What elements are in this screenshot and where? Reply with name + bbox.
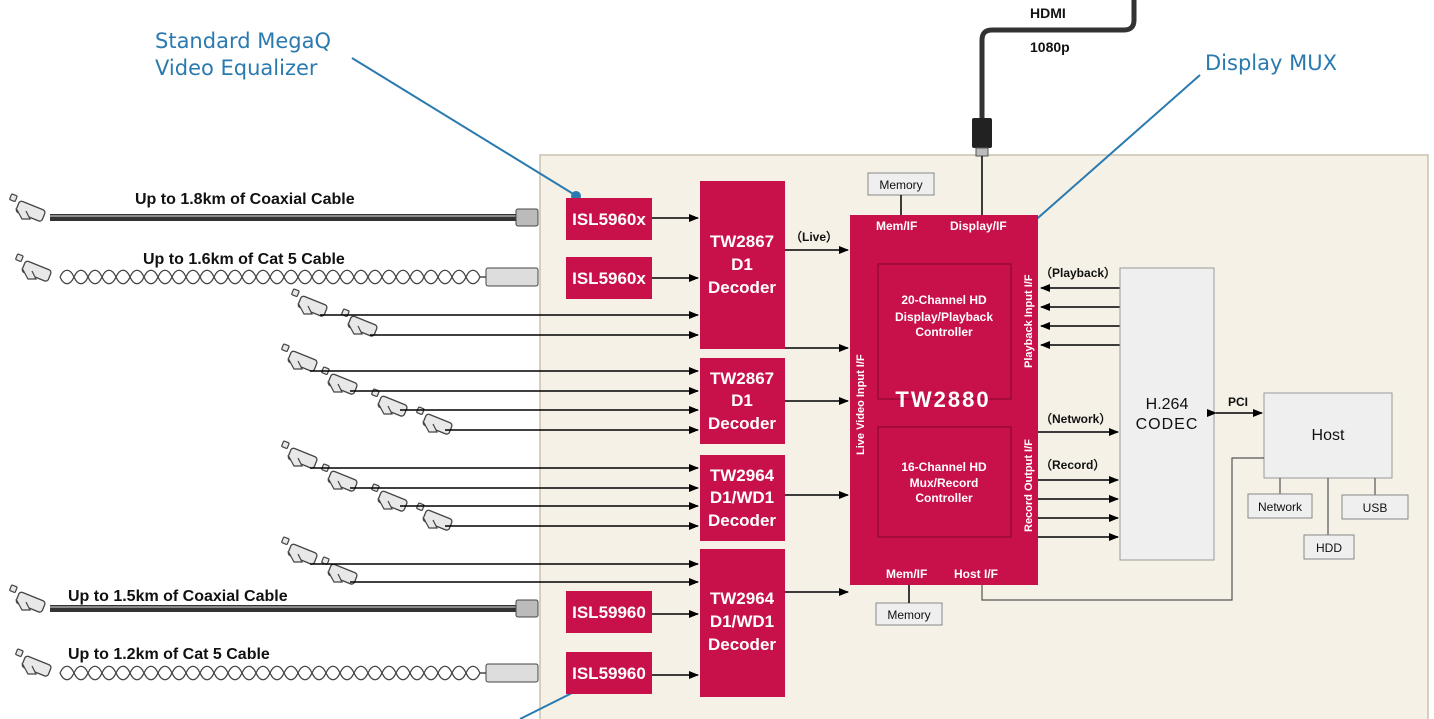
codec-line2: CODEC <box>1136 416 1199 433</box>
rj45-connector-bottom <box>485 663 539 683</box>
equalizer-callout-line2: Video Equalizer <box>155 56 318 80</box>
equalizer-3-label: ISL59960 <box>572 603 646 622</box>
host-if-line <box>981 457 1264 601</box>
hdmi-resolution: 1080p <box>1030 39 1070 55</box>
camera-input-lines <box>310 214 699 679</box>
cat5-cable-bottom-b <box>59 665 490 681</box>
decoder-1-line1: TW2867 <box>710 232 774 251</box>
memory-bottom <box>875 585 943 626</box>
equalizer-4: ISL59960 <box>566 652 652 694</box>
hdmi-plug <box>975 147 989 157</box>
tw2880-playback-input-if: Playback Input I/F <box>1023 274 1035 368</box>
cat5-bottom-label: Up to 1.2km of Cat 5 Cable <box>68 646 270 663</box>
decoder-2-line2: D1 <box>731 391 753 410</box>
cat5-top-label: Up to 1.6km of Cat 5 Cable <box>143 251 345 268</box>
coax-bottom-label: Up to 1.5km of Coaxial Cable <box>68 588 288 605</box>
host-network-label: Network <box>1258 500 1303 514</box>
record-lines <box>1038 428 1119 541</box>
tw2880-record-output-if: Record Output I/F <box>1023 439 1035 532</box>
decoder-3-line2: D1/WD1 <box>710 488 774 507</box>
equalizer-4-label: ISL59960 <box>572 664 646 683</box>
display-controller-line1: 20-Channel HD <box>901 293 987 307</box>
cat5-cable-top-b <box>59 269 490 285</box>
equalizer-callout-leader-bottom <box>519 689 579 719</box>
host-hdd-label: HDD <box>1316 541 1342 555</box>
playback-signal-label: （Playback） <box>1040 265 1116 280</box>
host-network-box <box>1247 493 1313 519</box>
hdmi-connector <box>972 118 992 148</box>
hdmi-label: HDMI <box>1030 5 1066 21</box>
decoder-4: TW2964 D1/WD1 Decoder <box>700 549 785 697</box>
record-signal-label: （Record） <box>1040 457 1105 472</box>
decoder-4-line1: TW2964 <box>710 589 775 608</box>
decoder-2-line3: Decoder <box>708 414 776 433</box>
decoder-3: TW2964 D1/WD1 Decoder <box>700 455 785 541</box>
decoder-output-lines <box>785 246 849 596</box>
decoder-1-line2: D1 <box>731 255 753 274</box>
decoder-1-line3: Decoder <box>708 278 776 297</box>
memory-bottom-label: Memory <box>887 608 930 622</box>
codec-line1: H.264 <box>1146 396 1189 413</box>
coax-cable-top <box>50 214 520 221</box>
playback-lines <box>1040 284 1120 349</box>
mux-controller-line1: 16-Channel HD <box>901 460 987 474</box>
equalizer-callout-line1: Standard MegaQ <box>155 29 331 53</box>
tw2880-chip <box>850 215 1038 585</box>
coax-connector-top <box>515 208 539 227</box>
hdmi-cable <box>979 0 1137 118</box>
display-mux-leader <box>1021 74 1201 233</box>
equalizer-3: ISL59960 <box>566 591 652 633</box>
tw2880-live-input-if: Live Video Input I/F <box>855 354 867 455</box>
equalizer-1: ISL5960x <box>566 198 652 240</box>
host-usb-label: USB <box>1363 501 1388 515</box>
display-controller-line2: Display/Playback <box>895 310 993 324</box>
equalizer-callout-leader <box>351 57 576 196</box>
tw2880-name: TW2880 <box>895 387 990 412</box>
network-signal-label: （Network） <box>1040 411 1111 426</box>
decoder-3-line3: Decoder <box>708 511 776 530</box>
mux-controller-line3: Controller <box>915 491 973 505</box>
decoder-1: TW2867 D1 Decoder <box>700 181 785 349</box>
tw2880-mem-if-bottom: Mem/IF <box>886 567 927 581</box>
rj45-connector-top <box>485 267 539 287</box>
mux-controller-line2: Mux/Record <box>910 476 979 490</box>
cat5-cable-bottom <box>59 665 490 681</box>
decoder-3-line1: TW2964 <box>710 466 775 485</box>
host-box <box>1263 392 1393 479</box>
host-hdd-box <box>1303 534 1355 560</box>
live-signal-label: （Live） <box>790 229 838 244</box>
host-peripheral-lines <box>1279 478 1376 535</box>
tw2880-host-if: Host I/F <box>954 567 998 581</box>
display-controller-line3: Controller <box>915 325 973 339</box>
equalizer-2-label: ISL5960x <box>572 269 646 288</box>
tw2880-mem-if-top: Mem/IF <box>876 219 917 233</box>
pci-label: PCI <box>1228 395 1248 409</box>
coax-connector-bottom <box>515 599 539 618</box>
decoder-4-line3: Decoder <box>708 635 776 654</box>
tw2880-display-if: Display/IF <box>950 219 1007 233</box>
memory-top-label: Memory <box>879 178 922 192</box>
decoder-2: TW2867 D1 Decoder <box>700 358 785 444</box>
coax-top-label: Up to 1.8km of Coaxial Cable <box>135 191 355 208</box>
codec-box <box>1119 267 1215 561</box>
decoder-4-line2: D1/WD1 <box>710 612 774 631</box>
equalizer-2: ISL5960x <box>566 257 652 299</box>
equalizer-1-label: ISL5960x <box>572 210 646 229</box>
coax-cable-bottom <box>50 605 520 612</box>
host-usb-box <box>1341 494 1409 520</box>
host-label: Host <box>1312 427 1345 444</box>
display-mux-callout: Display MUX <box>1205 51 1337 75</box>
cat5-cable-top <box>59 269 490 285</box>
decoder-2-line1: TW2867 <box>710 369 774 388</box>
memory-top <box>867 172 935 215</box>
